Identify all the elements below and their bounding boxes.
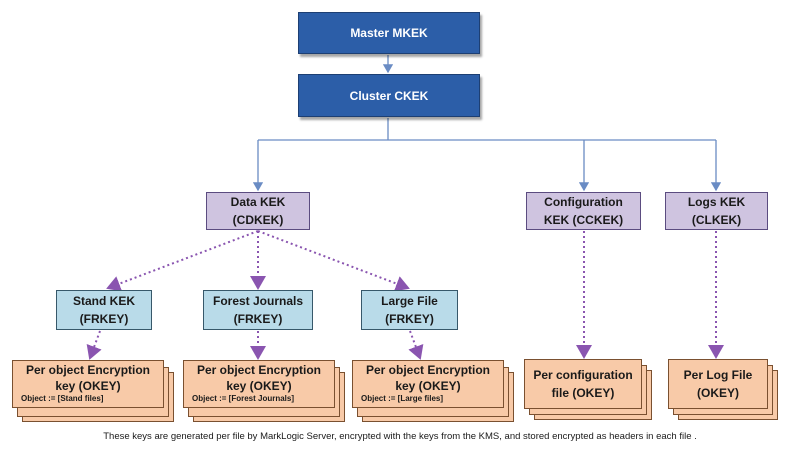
- master-mkek-label: Master MKEK: [350, 26, 428, 40]
- logs-kek-line1: Logs KEK: [687, 195, 746, 209]
- okey-large-line1: Per object Encryption: [365, 363, 491, 377]
- config-kek-line2: KEK (CCKEK): [543, 213, 624, 227]
- dotted-arrow-stand-to-okey: [86, 330, 102, 360]
- okey-config-box: Per configuration file (OKEY): [524, 359, 642, 409]
- okey-forest-line1: Per object Encryption: [196, 363, 322, 377]
- large-file-line2: (FRKEY): [385, 312, 434, 326]
- large-file-box: Large File (FRKEY): [361, 290, 458, 330]
- okey-forest-box: Per object Encryption key (OKEY) Object …: [183, 360, 335, 408]
- dotted-arrow-to-stand-kek: [106, 230, 259, 292]
- footnote: These keys are generated per file by Mar…: [103, 431, 697, 442]
- forest-journals-line1: Forest Journals: [212, 294, 304, 308]
- okey-log-line1: Per Log File: [683, 368, 753, 382]
- stand-kek-line1: Stand KEK: [72, 294, 135, 308]
- okey-forest-line2: key (OKEY): [226, 379, 292, 394]
- okey-large-line2: key (OKEY): [395, 379, 461, 394]
- config-kek-box: Configuration KEK (CCKEK): [526, 192, 641, 230]
- forest-journals-line2: (FRKEY): [233, 312, 283, 326]
- data-kek-line1: Data KEK: [230, 195, 286, 209]
- okey-stand-line2: key (OKEY): [55, 379, 121, 394]
- okey-config-line2: file (OKEY): [551, 386, 615, 400]
- data-kek-line2: (CDKEK): [232, 213, 284, 227]
- okey-large-object: Object := [Large files]: [361, 394, 444, 404]
- cluster-ckek-label: Cluster CKEK: [349, 88, 429, 103]
- okey-stand-box: Per object Encryption key (OKEY) Object …: [12, 360, 164, 408]
- dotted-arrow-large-to-okey: [408, 330, 424, 360]
- cluster-ckek-box: Cluster CKEK: [298, 74, 480, 117]
- dotted-arrow-to-large-file: [257, 230, 410, 292]
- connector-cluster-to-kek-bus: [258, 118, 716, 141]
- okey-large-box: Per object Encryption key (OKEY) Object …: [352, 360, 504, 408]
- okey-log-box: Per Log File (OKEY): [668, 359, 768, 409]
- logs-kek-line2: (CLKEK): [691, 213, 742, 227]
- forest-journals-box: Forest Journals (FRKEY): [203, 290, 313, 330]
- okey-log-line2: (OKEY): [697, 386, 739, 400]
- logs-kek-box: Logs KEK (CLKEK): [665, 192, 768, 230]
- okey-stand-line1: Per object Encryption: [25, 363, 151, 377]
- okey-config-line1: Per configuration: [533, 368, 633, 382]
- stand-kek-line2: (FRKEY): [79, 312, 129, 326]
- config-kek-line1: Configuration: [544, 195, 623, 209]
- okey-forest-object: Object := [Forest Journals]: [192, 394, 295, 404]
- data-kek-box: Data KEK (CDKEK): [206, 192, 310, 230]
- okey-stand-object: Object := [Stand files]: [21, 394, 104, 404]
- stand-kek-box: Stand KEK (FRKEY): [56, 290, 152, 330]
- master-mkek-box: Master MKEK: [298, 12, 480, 54]
- large-file-line1: Large File: [381, 294, 438, 308]
